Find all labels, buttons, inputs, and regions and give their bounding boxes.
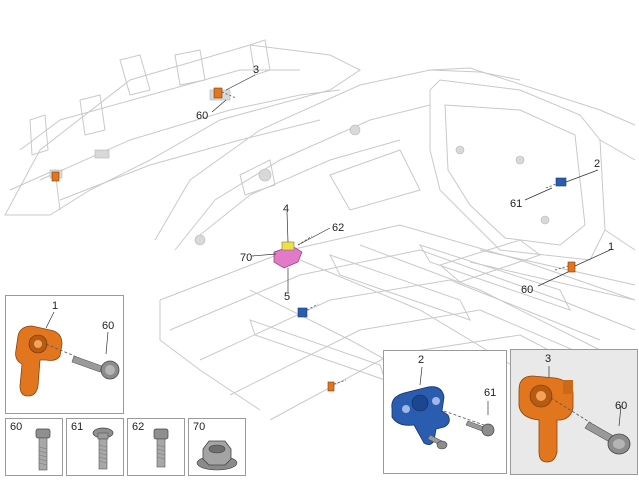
bolt-60-part-right (584, 421, 631, 455)
fastener-70-label: 70 (193, 421, 206, 433)
nut-70-icon (196, 440, 238, 471)
sensor-3-part (518, 375, 574, 463)
inset-sensor-3: 3 60 (510, 349, 638, 475)
inset-sensor-3-drawing (518, 366, 631, 463)
bolt-60-icon (35, 428, 51, 471)
callout-4: 4 (283, 203, 289, 215)
sensor-sill (554, 261, 576, 273)
callout-5: 5 (284, 291, 290, 303)
inset-3-bolt-label: 60 (615, 400, 628, 412)
bracket-2-part (391, 386, 450, 445)
inset-sensor-1: 1 60 (5, 295, 124, 414)
inset-sensor-1-drawing (15, 311, 120, 397)
body-outline (4, 39, 636, 421)
fastener-62-label: 62 (132, 421, 145, 433)
bolt-61-icon (92, 427, 114, 470)
inset-3-part-label: 3 (545, 353, 552, 365)
fastener-60-label: 60 (10, 421, 23, 433)
fastener-box-62: 62 (127, 418, 185, 476)
bolt-61-part (465, 420, 495, 437)
inset-2-part-label: 2 (418, 354, 425, 366)
callout-62: 62 (332, 222, 344, 234)
bolt-60-part (71, 355, 120, 380)
sensor-rear-floor (327, 379, 347, 392)
bolt-62-icon (153, 428, 169, 468)
bracket-door (545, 177, 567, 189)
fastener-box-61: 61 (66, 418, 124, 476)
sensor-front-left (51, 171, 60, 182)
callout-1: 1 (608, 241, 614, 253)
fastener-box-70: 70 (188, 418, 246, 476)
fastener-61-label: 61 (71, 421, 84, 433)
sensor-front-right (213, 87, 237, 99)
callout-60-right: 60 (521, 284, 533, 296)
bracket-2-screw (427, 434, 448, 450)
sensor-1-part (15, 325, 63, 397)
fastener-box-60: 60 (5, 418, 63, 476)
inset-bracket-2: 2 61 (383, 350, 507, 474)
callout-70: 70 (240, 252, 252, 264)
inset-1-part-label: 1 (52, 300, 59, 312)
callouts: 3 60 2 61 4 62 70 5 1 60 (196, 64, 614, 303)
callout-2: 2 (594, 158, 600, 170)
leader-lines (211, 74, 611, 292)
body-details (49, 89, 550, 246)
callout-60-top: 60 (196, 110, 208, 122)
bracket-floor (297, 303, 319, 318)
bracket-center-tunnel (273, 235, 313, 269)
callout-3: 3 (253, 64, 259, 76)
callout-61: 61 (510, 198, 522, 210)
inset-2-bolt-label: 61 (484, 387, 497, 399)
inset-1-bolt-label: 60 (102, 320, 115, 332)
inset-bracket-2-drawing (391, 366, 495, 450)
